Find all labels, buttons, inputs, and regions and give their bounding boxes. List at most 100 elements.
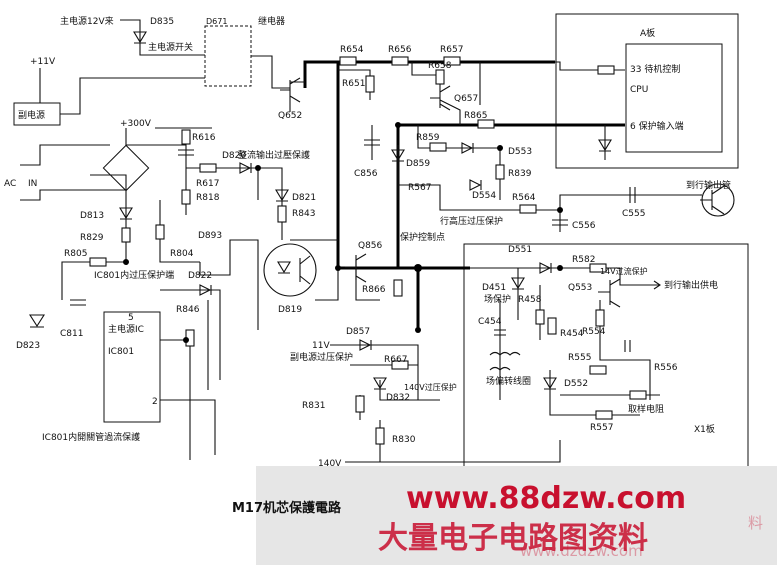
label-field-prot: 场保护 xyxy=(484,293,511,305)
wire-main12v xyxy=(120,19,205,56)
capacitor-c811 xyxy=(70,299,86,306)
label-sample-res: 取样电阻 xyxy=(628,403,664,415)
resistor-r616 xyxy=(181,129,191,145)
cpu-name-label: CPU xyxy=(630,85,648,95)
watermark-slogan: 大量电子电路图资料 xyxy=(378,521,648,556)
resistor-r830 xyxy=(375,427,385,445)
ref-d553: D553 xyxy=(508,147,532,157)
ref-r557: R557 xyxy=(590,423,613,433)
ref-r830: R830 xyxy=(392,435,416,445)
resistor-r866 xyxy=(393,279,403,297)
bridge-rectifier xyxy=(102,144,150,192)
ref-c454: C454 xyxy=(478,317,502,327)
ref-c556: C556 xyxy=(572,221,596,231)
wire-x1-r554 xyxy=(599,300,651,400)
ref-c856: C856 xyxy=(354,169,378,179)
ref-d819: D819 xyxy=(278,305,302,315)
capacitor-x1-right xyxy=(624,340,631,352)
resistor-cpu-in xyxy=(597,65,615,75)
junction-dot xyxy=(255,165,261,171)
diode-d813 xyxy=(119,207,133,220)
watermark-band xyxy=(256,466,777,565)
wire-d813 xyxy=(61,174,127,300)
ref-r556: R556 xyxy=(654,363,678,373)
diode-d822 xyxy=(199,284,212,296)
label-plus11v: +11V xyxy=(30,57,56,67)
ref-r839: R839 xyxy=(508,169,532,179)
wire-r859 xyxy=(371,125,399,200)
transistor-q657 xyxy=(430,85,451,111)
ref-r616: R616 xyxy=(192,133,216,143)
junction-dot xyxy=(497,145,503,151)
ref-q652: Q652 xyxy=(278,111,302,121)
diode-d835 xyxy=(133,31,147,44)
wire-ic801-pin2 xyxy=(160,399,216,455)
ref-d822: D822 xyxy=(188,271,212,281)
ref-r654: R654 xyxy=(340,45,364,55)
label-to-hout-supply: 到行输出供电 xyxy=(664,279,718,291)
junction-dot xyxy=(557,265,563,271)
resistor-r554 xyxy=(595,309,605,327)
relay-block xyxy=(204,25,252,87)
ref-d451: D451 xyxy=(482,283,506,293)
capacitor-c556 xyxy=(552,219,568,226)
junction-dot xyxy=(414,264,422,272)
label-ovp-ic801: IC801内过压保护端 xyxy=(94,269,174,281)
ref-r458: R458 xyxy=(518,295,542,305)
resistor-r556 xyxy=(629,390,647,400)
x1-board-outline xyxy=(463,243,749,471)
label-140v: 140V xyxy=(318,459,342,469)
ref-d820: D820 xyxy=(222,151,246,161)
diode-d832 xyxy=(373,377,387,390)
ref-r865: R865 xyxy=(464,111,487,121)
label-ocp-ic801: IC801内開關管過流保護 xyxy=(42,431,140,443)
junction-dot xyxy=(123,259,129,265)
diode-d551 xyxy=(539,262,552,274)
label-field-coil: 场偏转线圈 xyxy=(486,375,531,387)
resistor-r865 xyxy=(477,119,495,129)
wire-11v xyxy=(39,68,205,115)
diagram-title: M17机芯保護電路 xyxy=(232,500,342,516)
capacitor-c454 xyxy=(494,329,506,336)
ref-r846: R846 xyxy=(176,305,200,315)
label-a-board: A板 xyxy=(640,27,655,39)
resistor-r656 xyxy=(391,56,409,66)
diode-d823 xyxy=(28,314,46,328)
ref-r564: R564 xyxy=(512,193,536,203)
diode-d553 xyxy=(461,142,474,154)
label-ovp-14v: 14V过流保护 xyxy=(600,266,648,276)
optocoupler-d819 xyxy=(263,243,317,297)
label-relay: 继电器 xyxy=(258,15,285,27)
arrow-to-hout-supply xyxy=(620,280,661,290)
junction-dot xyxy=(557,207,563,213)
resistor-r843 xyxy=(277,205,287,223)
ref-d821: D821 xyxy=(292,193,316,203)
resistor-r805 xyxy=(89,257,107,267)
junction-dot xyxy=(183,337,189,343)
ref-r667: R667 xyxy=(384,355,407,365)
ref-q553: Q553 xyxy=(568,283,592,293)
field-coil-inductor xyxy=(489,351,521,371)
ref-r829: R829 xyxy=(80,233,104,243)
resistor-r582 xyxy=(589,263,607,273)
ref-r831: R831 xyxy=(302,401,325,411)
ref-r567: R567 xyxy=(408,183,431,193)
ref-d859: D859 xyxy=(406,159,430,169)
label-in: IN xyxy=(28,179,37,189)
diode-d820 xyxy=(239,162,252,174)
label-eht-ovp: 行高压过压保护 xyxy=(440,215,503,227)
label-prot-point: 保护控制点 xyxy=(400,231,445,243)
wire-relay-out xyxy=(251,55,290,89)
wire-d822 xyxy=(160,289,221,380)
diode-d857 xyxy=(359,339,372,351)
capacitor-c555 xyxy=(629,187,636,203)
ref-r617: R617 xyxy=(196,179,219,189)
cpu-pin33-label: 33 待机控制 xyxy=(630,63,680,75)
transistor-to-hout xyxy=(700,183,735,217)
wire-d820 xyxy=(258,167,283,240)
ref-r554: R554 xyxy=(582,327,606,337)
ref-r658: R658 xyxy=(428,61,452,71)
label-plus300v: +300V xyxy=(120,119,152,129)
